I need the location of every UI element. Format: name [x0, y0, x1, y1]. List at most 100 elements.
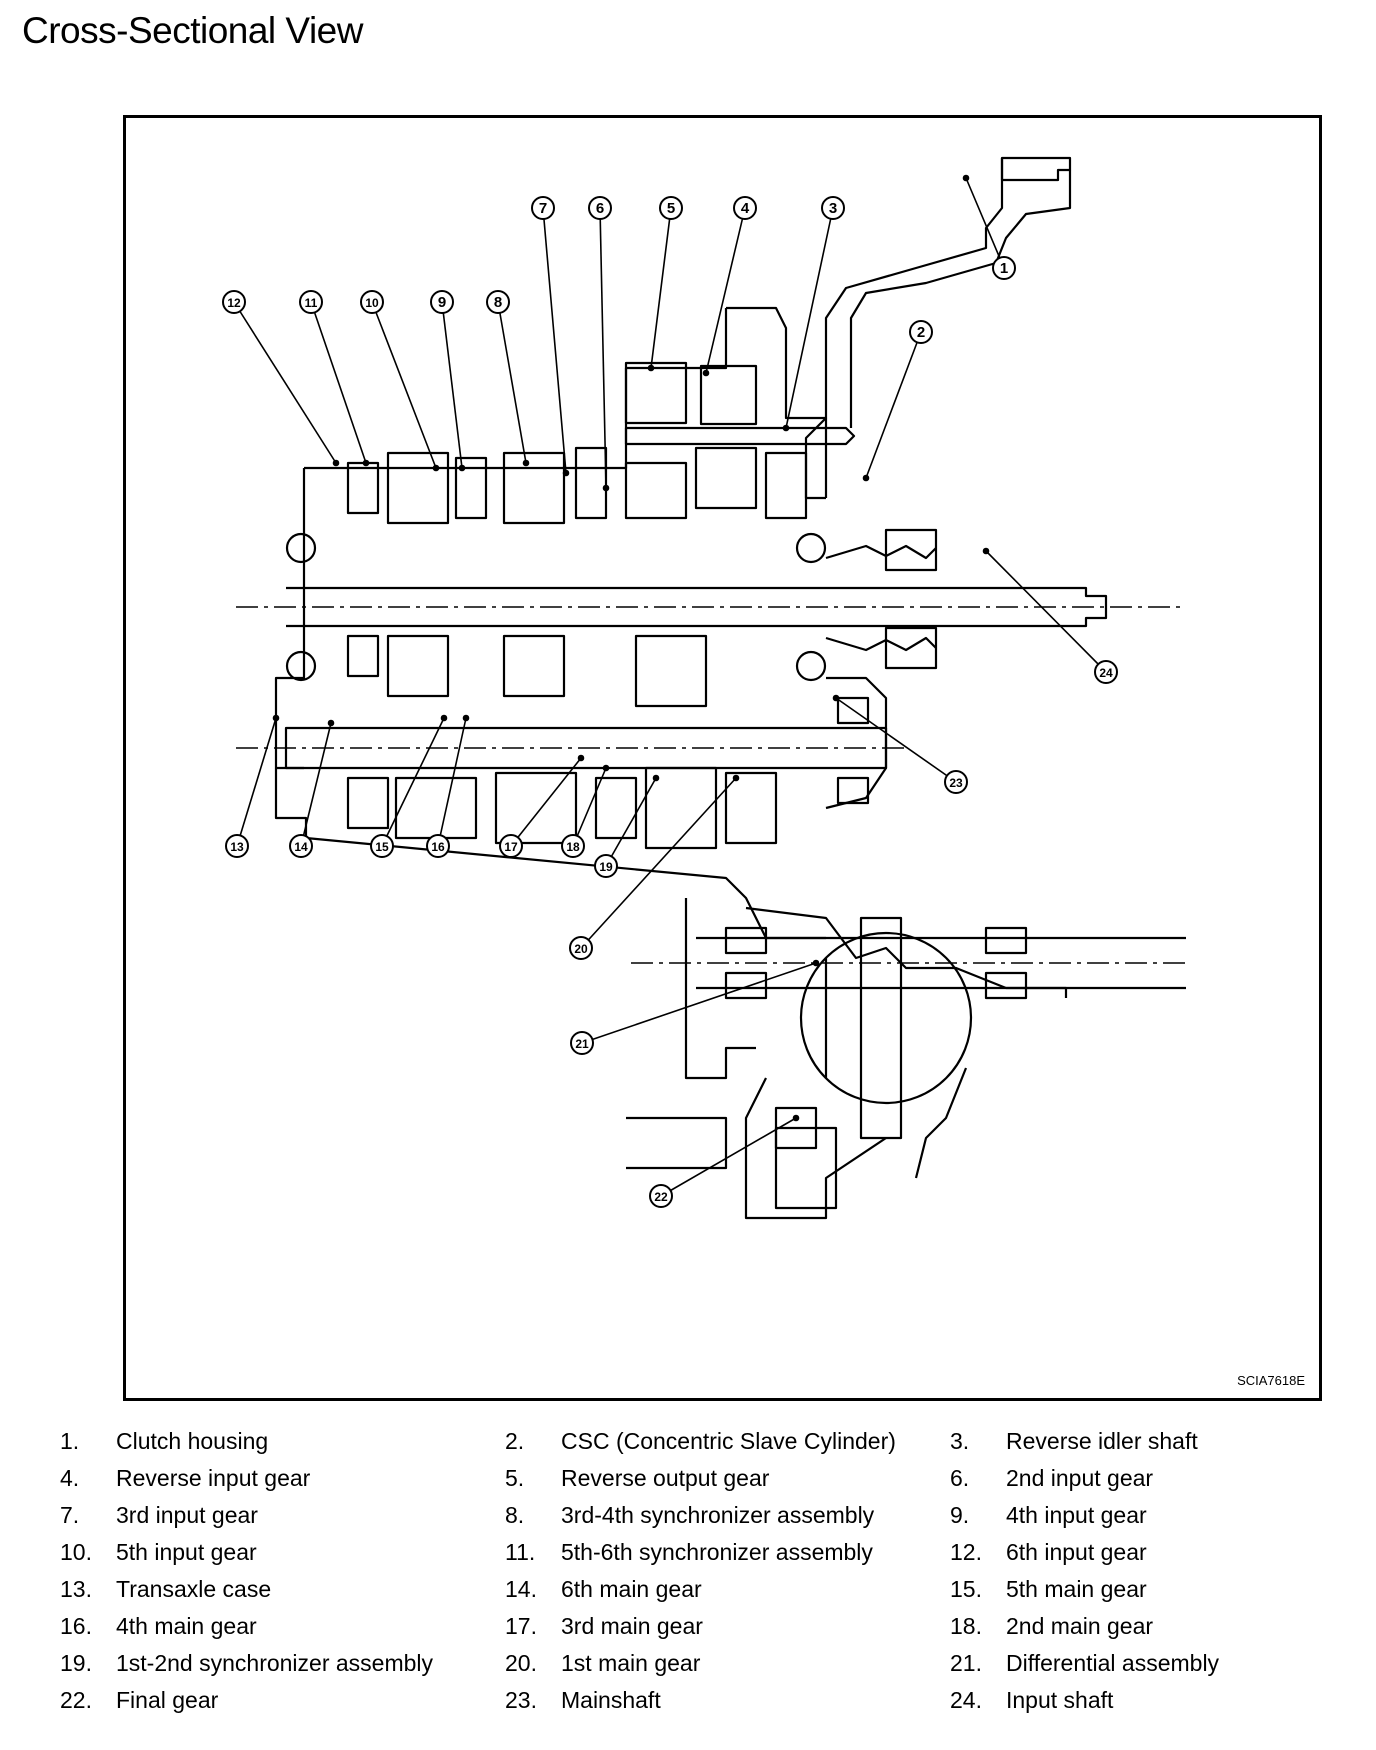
leader-dot [440, 714, 448, 722]
callout-10: 10 [360, 290, 384, 314]
callout-19: 19 [594, 854, 618, 878]
callout-number: 5 [667, 200, 675, 217]
final-gear [774, 1126, 838, 1210]
legend-label: Reverse idler shaft [1006, 1428, 1198, 1454]
callout-number: 3 [829, 200, 837, 217]
callout-number: 4 [741, 200, 750, 217]
legend-label: Input shaft [1006, 1687, 1114, 1713]
legend-label: 4th input gear [1006, 1502, 1147, 1528]
leader-line [650, 207, 672, 369]
callout-number: 7 [539, 200, 547, 217]
leader-line [599, 207, 607, 489]
legend-number: 20. [505, 1650, 537, 1676]
legend-number: 5. [505, 1465, 525, 1491]
legend-label: 3rd input gear [116, 1502, 258, 1528]
leader-line [785, 207, 834, 429]
clutch-housing-top [1000, 156, 1072, 182]
leader-dot [782, 424, 790, 432]
leader-dot [577, 754, 585, 762]
callout-number: 20 [574, 942, 588, 956]
transaxle-case [274, 768, 826, 940]
legend-number: 18. [950, 1613, 982, 1639]
leader-line [381, 717, 445, 847]
callout-24: 24 [1094, 660, 1118, 684]
legend-label: 2nd main gear [1006, 1613, 1154, 1639]
leader-dot [462, 714, 470, 722]
leader-dot [602, 764, 610, 772]
callout-7: 7 [531, 196, 555, 220]
leader-line [437, 717, 467, 847]
legend-number: 11. [505, 1539, 536, 1565]
callout-number: 8 [494, 294, 502, 311]
legend-label: Clutch housing [116, 1428, 269, 1454]
leader-dot [812, 959, 820, 967]
figure-code: SCIA7618E [1237, 1373, 1305, 1388]
csc [825, 544, 937, 560]
legend-number: 24. [950, 1687, 982, 1713]
callout-17: 17 [499, 834, 523, 858]
legend-number: 23. [505, 1687, 537, 1713]
legend-label: 6th main gear [561, 1576, 702, 1602]
leader-line [581, 962, 817, 1044]
legend-number: 9. [950, 1502, 970, 1528]
leader-dot [792, 1114, 800, 1122]
input-shaft [286, 586, 1108, 628]
leader-line [542, 207, 567, 474]
legend-number: 12. [950, 1539, 982, 1565]
leader-line [371, 301, 437, 469]
legend-label: Reverse output gear [561, 1465, 770, 1491]
leader-line [310, 301, 367, 464]
leader-line [865, 331, 922, 479]
leader-line [441, 301, 463, 469]
legend-number: 19. [60, 1650, 92, 1676]
leader-dot [602, 484, 610, 492]
callout-number: 17 [504, 840, 518, 854]
legend-label: 6th input gear [1006, 1539, 1147, 1565]
callout-5: 5 [659, 196, 683, 220]
callout-12: 12 [222, 290, 246, 314]
callout-number: 19 [599, 860, 613, 874]
leader-dot [522, 459, 530, 467]
leader-line [497, 301, 527, 464]
callout-9: 9 [430, 290, 454, 314]
callout-number: 16 [431, 840, 445, 854]
legend-label: Transaxle case [116, 1576, 272, 1602]
callout-15: 15 [370, 834, 394, 858]
callout-number: 1 [1000, 260, 1008, 277]
callout-8: 8 [486, 290, 510, 314]
legend-label: 4th main gear [116, 1613, 257, 1639]
leader-dot [647, 364, 655, 372]
callout-1: 1 [992, 256, 1016, 280]
reverse-idler-shaft [624, 426, 856, 446]
leader-dot [832, 694, 840, 702]
legend-number: 4. [60, 1465, 80, 1491]
callout-3: 3 [821, 196, 845, 220]
leader-dot [272, 714, 280, 722]
legend-number: 2. [505, 1428, 525, 1454]
callout-number: 18 [566, 840, 580, 854]
legend-number: 15. [950, 1576, 982, 1602]
legend-number: 17. [505, 1613, 537, 1639]
leader-dot [362, 459, 370, 467]
callout-2: 2 [909, 320, 933, 344]
leader-line [965, 177, 1005, 269]
callout-6: 6 [588, 196, 612, 220]
callout-number: 12 [227, 296, 241, 310]
leader-line [233, 301, 337, 464]
legend-number: 21. [950, 1650, 982, 1676]
callout-11: 11 [299, 290, 323, 314]
leader-dot [962, 174, 970, 182]
callout-16: 16 [426, 834, 450, 858]
legend-label: 3rd-4th synchronizer assembly [561, 1502, 875, 1528]
legend-label: 5th-6th synchronizer assembly [561, 1539, 873, 1565]
callout-number: 11 [305, 296, 318, 310]
leader-dot [862, 474, 870, 482]
callout-number: 2 [917, 324, 925, 341]
